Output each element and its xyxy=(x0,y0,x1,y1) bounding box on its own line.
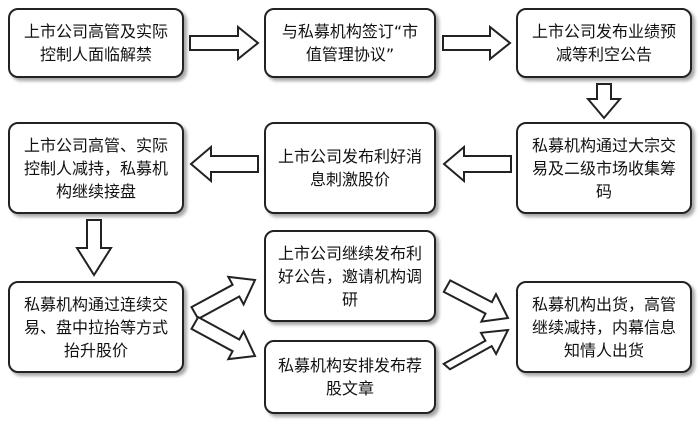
node-n3: 上市公司发布业绩预减等利空公告 xyxy=(516,8,692,78)
node-n8: 上市公司继续发布利好公告，邀请机构调研 xyxy=(264,230,436,322)
node-n5: 上市公司发布利好消息刺激股价 xyxy=(264,122,436,214)
node-n4: 私募机构通过大宗交易及二级市场收集筹码 xyxy=(516,122,692,214)
arrow-n5-n6 xyxy=(189,144,259,184)
arrow-n8-n10 xyxy=(442,279,510,323)
arrow-n2-n3 xyxy=(442,24,512,62)
arrow-n9-n10 xyxy=(441,328,510,371)
node-n9-text: 私募机构安排发布荐股文章 xyxy=(277,356,422,398)
node-n8-text: 上市公司继续发布利好公告，邀请机构调研 xyxy=(277,243,422,309)
arrow-n3-n4 xyxy=(585,83,623,120)
arrow-n1-n2 xyxy=(189,24,260,62)
node-n10: 私募机构出货，高管继续减持，内幕信息知情人出货 xyxy=(516,281,692,373)
arrow-n7-n8 xyxy=(190,275,257,321)
arrow-n7-n9 xyxy=(190,315,257,361)
node-n6: 上市公司高管、实际控制人减持，私募机构继续接盘 xyxy=(8,122,184,214)
node-n4-text: 私募机构通过大宗交易及二级市场收集筹码 xyxy=(531,135,676,201)
node-n10-text: 私募机构出货，高管继续减持，内幕信息知情人出货 xyxy=(531,294,676,360)
arrow-n6-n7 xyxy=(75,219,113,277)
node-n6-text: 上市公司高管、实际控制人减持，私募机构继续接盘 xyxy=(23,135,168,201)
node-n7: 私募机构通过连续交易、盘中拉抬等方式抬升股价 xyxy=(8,281,184,373)
arrow-n4-n5 xyxy=(442,144,512,184)
node-n1: 上市公司高管及实际控制人面临解禁 xyxy=(8,8,184,78)
node-n5-text: 上市公司发布利好消息刺激股价 xyxy=(277,147,422,189)
node-n1-text: 上市公司高管及实际控制人面临解禁 xyxy=(23,22,168,64)
node-n3-text: 上市公司发布业绩预减等利空公告 xyxy=(531,22,676,64)
node-n9: 私募机构安排发布荐股文章 xyxy=(264,340,436,414)
node-n2: 与私募机构签订“市值管理协议” xyxy=(264,8,436,78)
node-n7-text: 私募机构通过连续交易、盘中拉抬等方式抬升股价 xyxy=(23,294,168,360)
node-n2-text: 与私募机构签订“市值管理协议” xyxy=(281,22,419,64)
